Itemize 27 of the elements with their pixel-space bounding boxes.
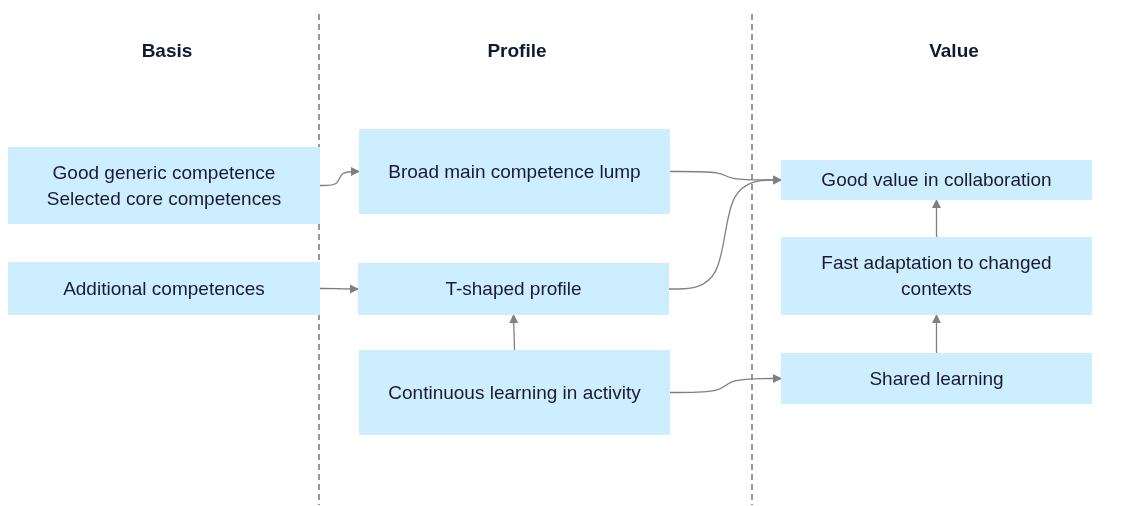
arrow bbox=[931, 314, 942, 354]
box-text: Fast adaptation to changed contexts bbox=[820, 251, 1053, 301]
arrow bbox=[319, 284, 359, 294]
box-text: Continuous learning in activity bbox=[388, 380, 641, 405]
process-box bbox=[781, 160, 1092, 200]
column-heading: Profile bbox=[487, 40, 547, 62]
process-box bbox=[781, 353, 1092, 404]
column-heading: Basis bbox=[141, 40, 193, 62]
box-text: T-shaped profile bbox=[445, 277, 582, 301]
box-text: Good value in collaboration bbox=[821, 168, 1052, 192]
arrow bbox=[669, 373, 782, 394]
box-text: Selected core competences bbox=[46, 186, 282, 211]
process-box bbox=[8, 262, 320, 315]
process-box bbox=[359, 350, 670, 435]
process-box bbox=[358, 263, 669, 315]
arrow bbox=[319, 166, 360, 187]
arrow bbox=[668, 175, 782, 290]
box-text: Shared learning bbox=[869, 366, 1004, 391]
box-text: Broad main competence lump bbox=[388, 159, 641, 184]
arrow bbox=[509, 314, 519, 351]
process-box bbox=[359, 129, 670, 214]
process-box bbox=[781, 237, 1092, 315]
box-text: Good generic competence bbox=[52, 160, 276, 185]
box-text: Additional competences bbox=[63, 276, 265, 301]
process-box bbox=[8, 147, 320, 224]
column-heading: Value bbox=[929, 40, 979, 62]
arrow bbox=[931, 199, 942, 238]
